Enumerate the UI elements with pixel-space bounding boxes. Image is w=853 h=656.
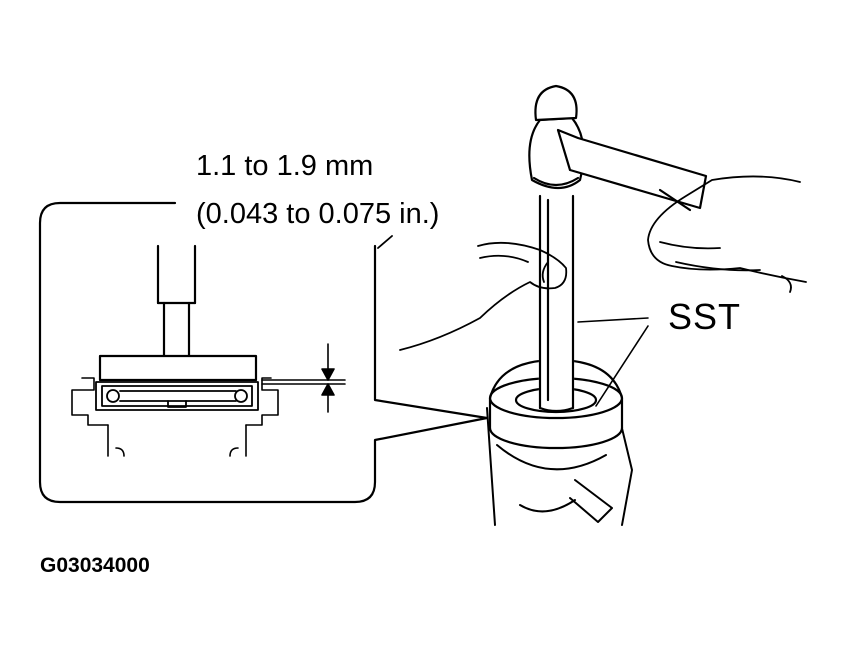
hand-left bbox=[377, 235, 568, 351]
sst-leader-lines bbox=[577, 317, 649, 407]
main-view bbox=[377, 84, 807, 526]
hammer bbox=[556, 128, 708, 212]
callout-frame bbox=[38, 201, 489, 504]
hand-right bbox=[647, 175, 807, 293]
sst-label: SST bbox=[668, 296, 742, 337]
dimension-text-imperial: (0.043 to 0.075 in.) bbox=[196, 198, 440, 230]
oil-seal bbox=[95, 381, 259, 411]
housing bbox=[486, 407, 633, 526]
press-shaft bbox=[156, 244, 197, 358]
sst-rod bbox=[538, 194, 575, 413]
dimension-text-metric: 1.1 to 1.9 mm bbox=[196, 150, 374, 182]
press-plate bbox=[98, 354, 258, 382]
detail-callout bbox=[38, 201, 489, 504]
figure-code: G03034000 bbox=[40, 554, 150, 577]
clearance-dimension bbox=[261, 343, 346, 413]
